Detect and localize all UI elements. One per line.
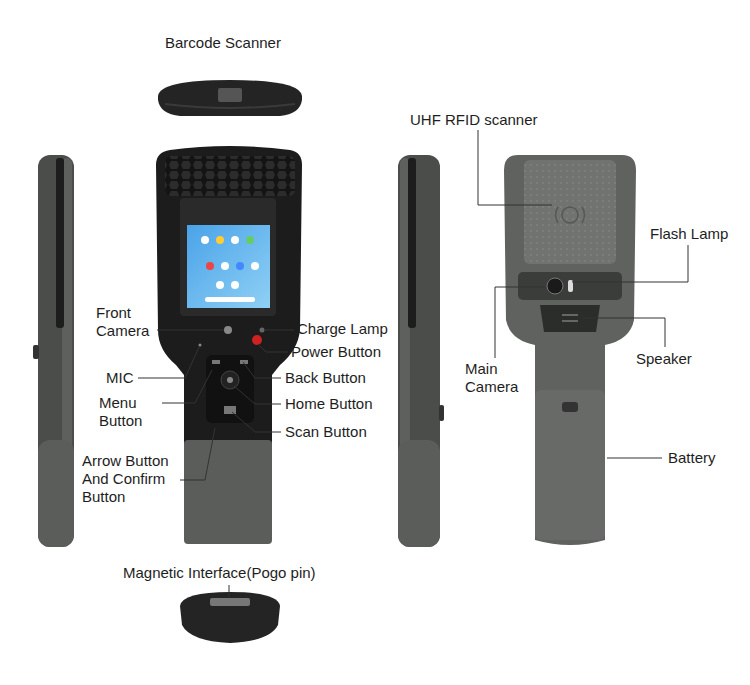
front-view-part — [156, 146, 302, 544]
front-view-part — [165, 156, 295, 196]
left-side-view — [33, 155, 74, 547]
front-view-part — [224, 406, 236, 414]
leader-lines-part — [572, 245, 688, 282]
leader-lines-part — [495, 287, 545, 358]
leader-lines-part — [229, 585, 230, 597]
back-view-part — [562, 314, 578, 316]
top-view-part — [158, 80, 302, 116]
left-side-view-part — [38, 155, 74, 547]
front-view-part — [206, 262, 214, 270]
back-view-part — [582, 207, 585, 223]
back-view-part — [562, 402, 578, 412]
leader-lines-part — [232, 412, 281, 432]
front-view-part — [205, 297, 255, 302]
front-view-part — [260, 328, 265, 333]
leader-lines-part — [582, 318, 665, 347]
back-view-part — [504, 155, 636, 545]
left-side-view-part — [38, 440, 74, 547]
front-view-part — [184, 440, 272, 544]
left-side-view-part — [33, 345, 39, 359]
bottom-view — [180, 592, 280, 643]
back-view-part — [556, 207, 559, 223]
callout-label: Main Camera — [465, 360, 531, 396]
front-view-part — [206, 355, 254, 423]
callout-label: MIC — [106, 369, 134, 387]
front-view-part — [236, 262, 244, 270]
front-view-part — [227, 377, 233, 383]
back-view-part — [547, 278, 563, 294]
leader-lines-part — [138, 347, 199, 378]
front-view-part — [251, 262, 259, 270]
front-view-part — [221, 371, 239, 389]
callout-label: Power Button — [291, 343, 381, 361]
front-view-part — [199, 344, 202, 347]
front-view-part — [180, 198, 276, 316]
leader-lines — [138, 130, 688, 597]
leader-lines-part — [162, 370, 212, 403]
leader-lines-part — [607, 458, 662, 459]
back-view-part — [524, 160, 616, 264]
callout-label: Barcode Scanner — [165, 34, 281, 52]
callout-label: Home Button — [285, 395, 373, 413]
back-view-part — [562, 320, 578, 322]
top-view-part — [165, 104, 295, 108]
callout-label: Scan Button — [285, 423, 367, 441]
front-view-part — [216, 236, 224, 244]
back-view-part — [535, 390, 605, 540]
front-view-part — [252, 335, 262, 345]
front-view-part — [224, 326, 232, 334]
front-view-part — [231, 281, 239, 289]
left-side-view-part — [56, 158, 64, 328]
leader-lines-part — [180, 428, 215, 480]
bottom-view-part — [180, 592, 280, 643]
front-view — [156, 146, 302, 544]
right-side-view-part — [408, 158, 416, 328]
leader-lines-part — [258, 344, 288, 352]
leader-lines-part — [264, 330, 294, 331]
leader-lines-part — [478, 130, 552, 205]
right-side-view-part — [398, 440, 440, 547]
callout-label: Menu Button — [99, 394, 159, 430]
front-view-part — [246, 236, 254, 244]
right-side-view-part — [439, 405, 444, 421]
front-view-part — [212, 360, 220, 364]
right-side-view — [398, 155, 444, 547]
callout-label: Flash Lamp — [650, 225, 728, 243]
top-view — [158, 80, 302, 116]
callout-label: Front Camera — [96, 304, 158, 340]
front-view-part — [201, 236, 209, 244]
back-view — [504, 155, 636, 545]
callout-label: UHF RFID scanner — [410, 111, 538, 129]
back-view-part — [518, 272, 622, 300]
leader-lines-part — [234, 386, 281, 404]
leader-lines-part — [243, 362, 281, 378]
callout-label: Arrow Button And Confirm Button — [82, 452, 182, 506]
bottom-view-part — [210, 598, 250, 606]
front-view-part — [187, 225, 270, 308]
front-view-part — [216, 281, 224, 289]
back-view-part — [562, 207, 578, 223]
right-side-view-part — [398, 155, 440, 547]
callout-label: Charge Lamp — [297, 320, 388, 338]
callout-label: Battery — [668, 449, 716, 467]
callout-label: Magnetic Interface(Pogo pin) — [123, 564, 316, 582]
front-view-part — [231, 236, 239, 244]
front-view-part — [221, 262, 229, 270]
leader-lines-part — [157, 330, 224, 331]
callout-label: Back Button — [285, 369, 366, 387]
callout-label: Speaker — [636, 350, 692, 368]
top-view-part — [218, 88, 242, 102]
